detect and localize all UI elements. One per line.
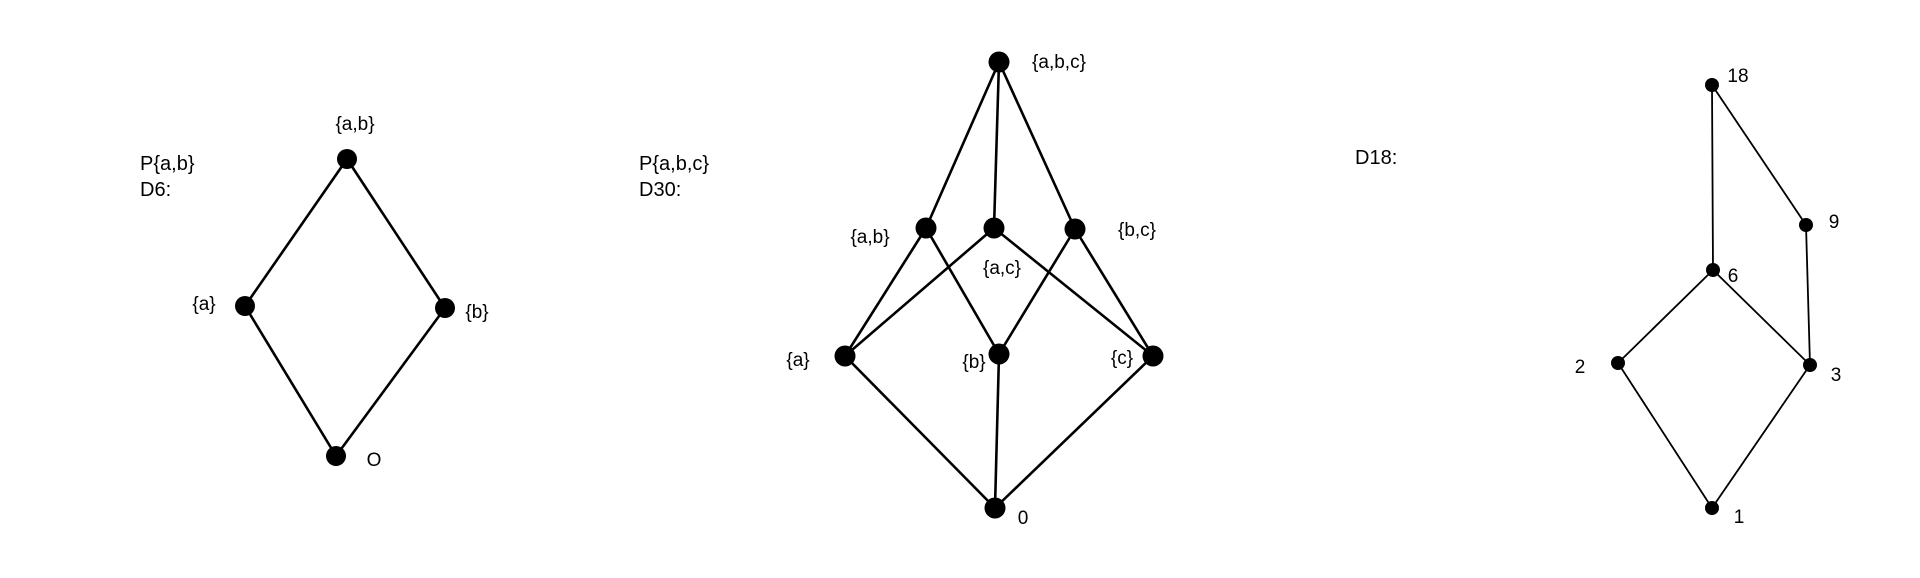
node-label-n18: 18 <box>1727 66 1748 87</box>
node-label-b: {b} <box>465 302 488 323</box>
node-n2 <box>1611 356 1625 370</box>
node-label-zero: 0 <box>1018 508 1029 529</box>
edge-b-zero <box>993 352 1001 510</box>
node-label-b: {b} <box>962 352 985 373</box>
edge-n6-n2 <box>1617 269 1714 364</box>
node-label-top: {a,b} <box>335 114 374 135</box>
node-c <box>1142 345 1164 367</box>
node-label-bc: {b,c} <box>1118 220 1156 241</box>
node-label-c: {c} <box>1111 348 1133 369</box>
edge-n2-n1 <box>1617 362 1713 509</box>
diagram-caption: P{a,b} <box>140 153 195 175</box>
node-b <box>435 298 455 318</box>
node-label-n9: 9 <box>1829 212 1840 233</box>
edge-bc-c <box>1073 227 1155 358</box>
node-n18 <box>1705 78 1719 92</box>
node-b <box>988 343 1010 365</box>
edge-a-bottom <box>243 304 338 458</box>
node-n9 <box>1799 218 1813 232</box>
edge-top-b <box>345 157 447 310</box>
diagram-divisors-18: D18: 18 9 6 2 3 1 <box>1355 66 1841 528</box>
edge-n18-n6 <box>1711 84 1714 271</box>
diagram-power-set-ab: P{a,b} D6: {a,b} {a} {b} O <box>140 114 489 471</box>
edge-top-a <box>243 157 349 308</box>
node-bc <box>1064 218 1086 240</box>
edge-ac-a <box>843 226 996 358</box>
diagram-caption: D18: <box>1355 147 1397 169</box>
node-n3 <box>1803 358 1817 372</box>
edge-n3-n1 <box>1711 364 1811 509</box>
node-label-n6: 6 <box>1728 266 1739 287</box>
edge-ac-c <box>992 226 1155 358</box>
edge-ab-b <box>924 226 1001 356</box>
edge-abc-ab <box>924 60 1001 230</box>
edge-n6-n3 <box>1712 269 1811 366</box>
node-zero <box>984 497 1006 519</box>
node-label-abc: {a,b,c} <box>1032 52 1086 73</box>
node-ac <box>983 217 1005 239</box>
node-label-ac: {a,c} <box>983 258 1021 279</box>
node-n6 <box>1706 263 1720 277</box>
node-label-bottom: O <box>367 450 382 471</box>
node-label-a: {a} <box>786 350 809 371</box>
node-a <box>235 296 255 316</box>
node-label-n3: 3 <box>1831 365 1842 386</box>
node-label-ab: {a,b} <box>850 227 889 248</box>
edge-c-zero <box>993 354 1155 510</box>
node-n1 <box>1705 501 1719 515</box>
node-top <box>337 149 357 169</box>
edge-bc-b <box>997 227 1077 356</box>
node-label-n1: 1 <box>1734 507 1745 528</box>
node-a <box>834 345 856 367</box>
edge-b-bottom <box>334 306 447 458</box>
node-abc <box>988 51 1010 73</box>
edge-n18-n9 <box>1711 84 1807 226</box>
edge-ab-a <box>843 226 928 358</box>
node-ab <box>915 217 937 239</box>
node-bottom <box>326 446 346 466</box>
diagram-caption: D6: <box>140 179 171 201</box>
diagram-caption: P{a,b,c} <box>639 153 709 175</box>
edge-abc-ac <box>992 60 1001 230</box>
edge-n9-n3 <box>1805 224 1811 366</box>
edge-abc-bc <box>997 60 1077 231</box>
diagram-caption: D30: <box>639 179 681 201</box>
edge-a-zero <box>843 354 997 510</box>
diagram-power-set-abc: P{a,b,c} D30: {a,b,c} {a,b} {a,c} {b,c} {a} {b}… <box>639 51 1164 529</box>
node-label-a: {a} <box>192 294 215 315</box>
node-label-n2: 2 <box>1575 357 1586 378</box>
